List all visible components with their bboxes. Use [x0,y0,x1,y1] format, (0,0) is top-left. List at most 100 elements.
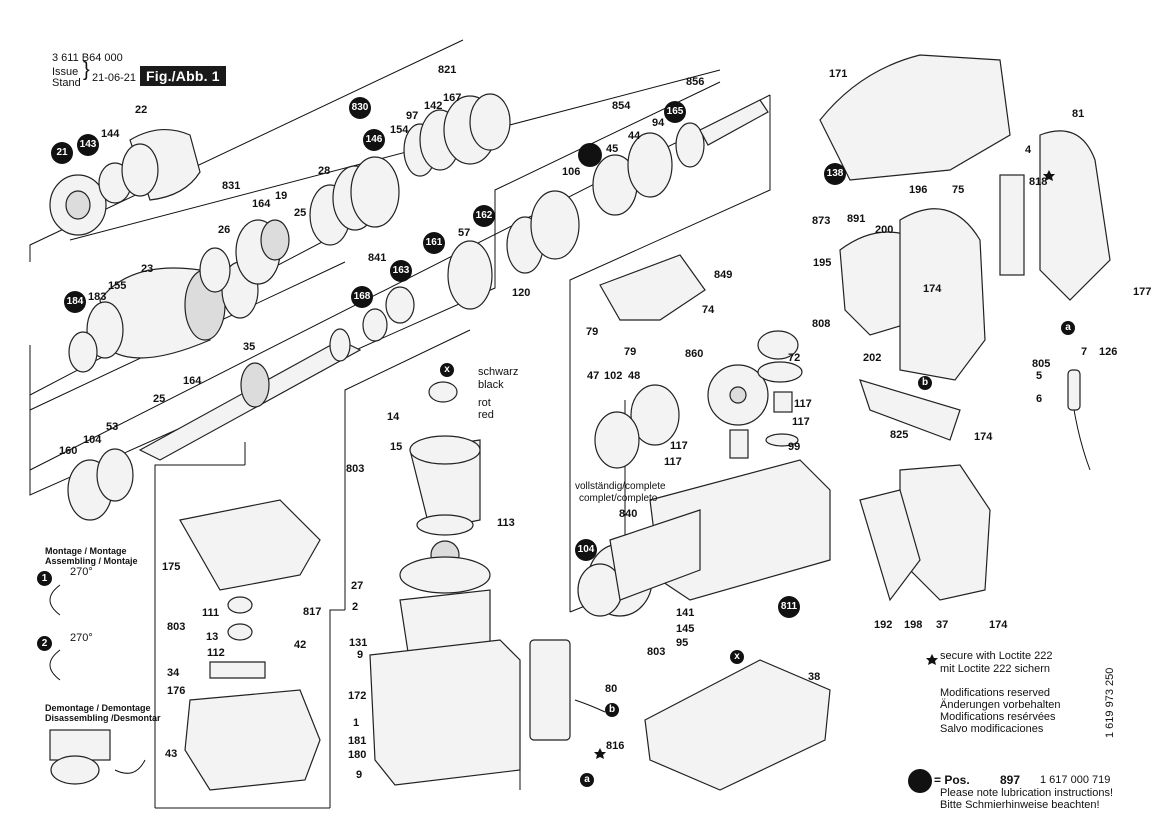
callout-marked-21: 21 [51,142,73,164]
callout-marked-168: 168 [351,286,373,308]
callout-label: 13 [206,631,219,643]
callout-label: 43 [165,748,178,760]
callout-label: 106 [562,166,581,178]
modifications-de: Änderungen vorbehalten [940,699,1061,711]
pos-label: = Pos. [934,773,970,787]
callout-label: 131 [349,637,368,649]
callout-label: 860 [685,348,704,360]
callout-label: 177 [1133,286,1152,298]
callout-marked-165: 165 [664,101,686,123]
callout-label: 95 [676,637,689,649]
callout-marked-184: 184 [64,291,86,313]
callout-label: 117 [794,398,812,410]
lubrication-note-en: Please note lubrication instructions! [940,787,1114,799]
callout-label: 22 [135,104,148,116]
callout-label: 111 [202,607,220,619]
callout-label: 192 [874,619,893,631]
callout-label: 102 [604,370,623,382]
wire-marker-b-right: b [918,376,932,390]
callout-label: 803 [647,646,666,658]
callout-label: 164 [183,375,202,387]
callout-label: 81 [1072,108,1085,120]
callout-label: 142 [424,100,443,112]
callout-label: 25 [153,393,166,405]
callout-label: 805 [1032,358,1051,370]
callout-marked-162: 162 [473,205,495,227]
callout-label: 145 [676,623,695,635]
callout-label: 38 [808,671,821,683]
callout-label: 44 [628,130,641,142]
callout-label: 817 [303,606,322,618]
assembly-step-2-angle: 270° [70,632,93,644]
callout-label: 23 [141,263,154,275]
wire-marker-b-switch: b [605,703,619,717]
callout-label: 14 [387,411,400,423]
modifications-fr: Modifications resérvées [940,711,1056,723]
callout-label: 25 [294,207,307,219]
callout-label: 42 [294,639,307,651]
callout-label: 15 [390,441,403,453]
callout-label: 9 [357,649,364,661]
callout-label: 818 [1029,176,1048,188]
callout-label: 117 [670,440,688,452]
callout-label: 80 [605,683,618,695]
callout-label: 160 [59,445,78,457]
callout-label: 28 [318,165,331,177]
assembly-title-2: Assembling / Montaje [45,556,138,566]
wire-marker-x-bottom: x [730,650,744,664]
callout-label: 198 [904,619,923,631]
callout-label: 4 [1025,144,1032,156]
callout-label: 5 [1036,370,1043,382]
callout-label: 202 [863,352,882,364]
assembly-step-1-badge: 1 [37,571,52,586]
callout-label: 841 [368,252,387,264]
callout-marked-138: 138 [824,163,846,185]
callout-label: 57 [458,227,471,239]
callout-label: 200 [875,224,894,236]
callout-label: 825 [890,429,909,441]
assembly-step-1-angle: 270° [70,566,93,578]
callout-label: 117 [792,416,810,428]
figure-label: Fig./Abb. 1 [140,66,226,86]
callout-label: 53 [106,421,119,433]
wire-marker-a-right: a [1061,321,1075,335]
callout-label: 26 [218,224,231,236]
issue-label: Issue [52,66,79,78]
assembly-title-1: Montage / Montage [45,546,127,556]
callout-label: 117 [664,456,682,468]
callout-label: 120 [512,287,531,299]
callout-label: 7 [1081,346,1088,358]
callout-label: 94 [652,117,665,129]
brace-icon: } [83,59,90,81]
callout-label: 873 [812,215,831,227]
loctite-note-2: mit Loctite 222 sichern [940,663,1051,675]
document-code-vertical: 1 619 973 250 [1104,667,1116,738]
callout-label: 79 [624,346,637,358]
callout-label: 37 [936,619,949,631]
callout-label: 34 [167,667,180,679]
part-number: 3 611 B64 000 [52,52,123,64]
callout-label: 75 [952,184,965,196]
callout-label: 144 [101,128,120,140]
callout-label: 141 [676,607,695,619]
callout-label: 172 [348,690,367,702]
modifications-en: Modifications reserved [940,687,1051,699]
callout-label: 164 [252,198,271,210]
callout-label: 1 [353,717,360,729]
callout-label: 167 [443,92,462,104]
rot-label: rot [478,397,491,409]
callout-label: 19 [275,190,288,202]
callout-label: 171 [829,68,848,80]
callout-label: 856 [686,76,705,88]
stand-label: Stand [52,77,81,89]
red-label: red [478,409,494,421]
callout-label: 831 [222,180,241,192]
callout-label: 840 [619,508,638,520]
callout-label: 155 [108,280,127,292]
callout-marked-830: 830 [349,97,371,119]
callout-label: 99 [788,441,801,453]
callout-marked-104: 104 [575,539,597,561]
callout-label: 180 [348,749,367,761]
callout-label: 174 [923,283,942,295]
